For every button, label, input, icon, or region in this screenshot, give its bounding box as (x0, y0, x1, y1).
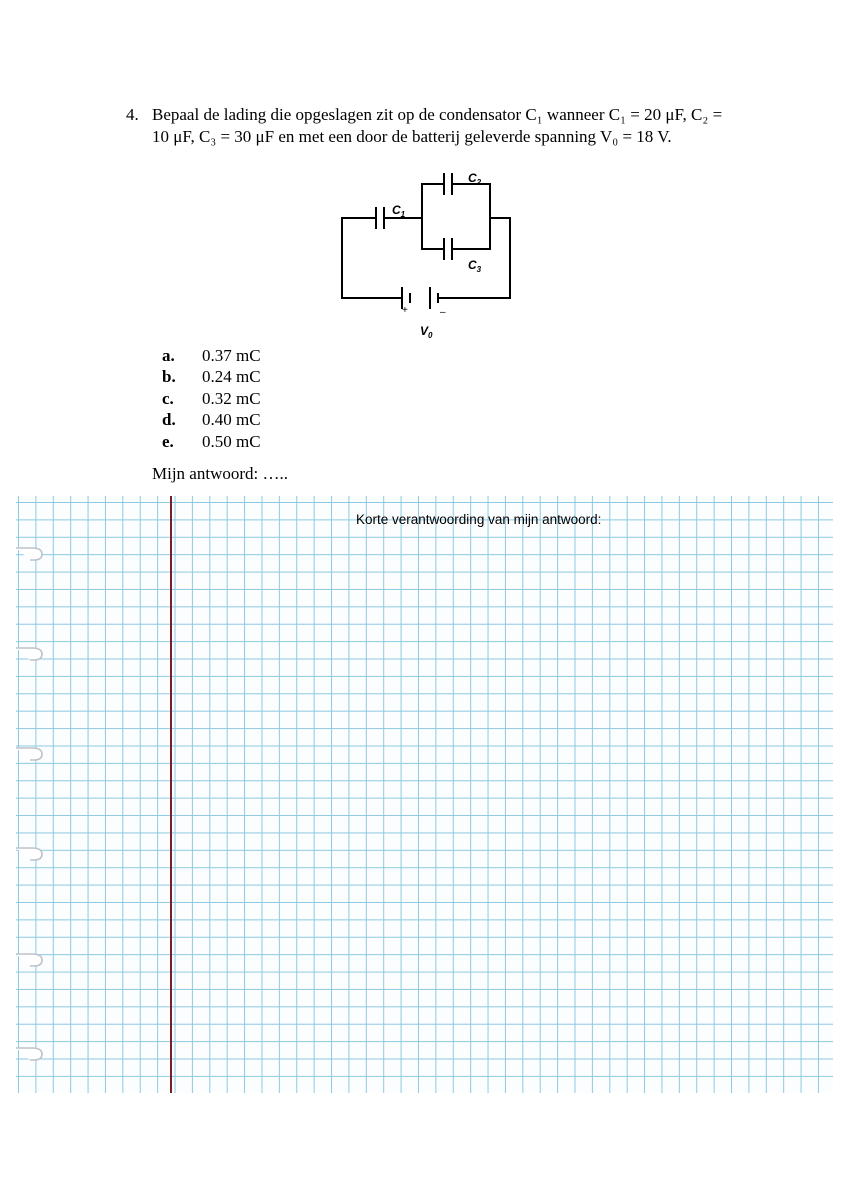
binder-hole-icon (16, 547, 43, 561)
wire-junction-left (421, 183, 444, 250)
binder-hole-icon (16, 747, 43, 761)
circuit-diagram: C1 C2 C3 + – V0 (341, 171, 511, 340)
question-text-line-1: Bepaal de lading die opgeslagen zit op d… (152, 105, 723, 124)
binder-hole-icon (16, 847, 43, 861)
option-value: 0.37 mC (202, 346, 261, 365)
option-letter: c. (162, 389, 174, 408)
wire-left (341, 217, 402, 299)
option-value: 0.32 mC (202, 389, 261, 408)
option-letter: b. (162, 367, 176, 386)
binder-hole-icon (16, 953, 43, 967)
c3-label: C3 (468, 258, 482, 274)
option-value: 0.24 mC (202, 367, 261, 386)
option-letter: a. (162, 346, 175, 365)
option-value: 0.50 mC (202, 432, 261, 451)
question-text-line-2: 10 μF, C₃ = 30 μF en met een door de bat… (152, 127, 672, 146)
battery-plus-sign: + (402, 305, 408, 316)
binder-hole-icon (16, 647, 43, 661)
v0-label: V0 (420, 324, 433, 340)
option-letter: d. (162, 410, 176, 429)
wire-junction-right (452, 183, 491, 250)
answer-field[interactable]: Mijn antwoord: ….. (152, 464, 288, 483)
paper-heading: Korte verantwoording van mijn antwoord: (356, 512, 602, 527)
battery-minus-sign: – (440, 307, 446, 318)
option-letter: e. (162, 432, 174, 451)
wire-right (438, 217, 511, 299)
option-value: 0.40 mC (202, 410, 261, 429)
question-number: 4. (126, 105, 139, 124)
grid-paper-area[interactable]: Korte verantwoording van mijn antwoord: (16, 496, 833, 1093)
binder-hole-icon (16, 1047, 43, 1061)
margin-line (170, 496, 172, 1093)
c2-label: C2 (468, 171, 482, 187)
c1-label: C1 (392, 203, 406, 219)
